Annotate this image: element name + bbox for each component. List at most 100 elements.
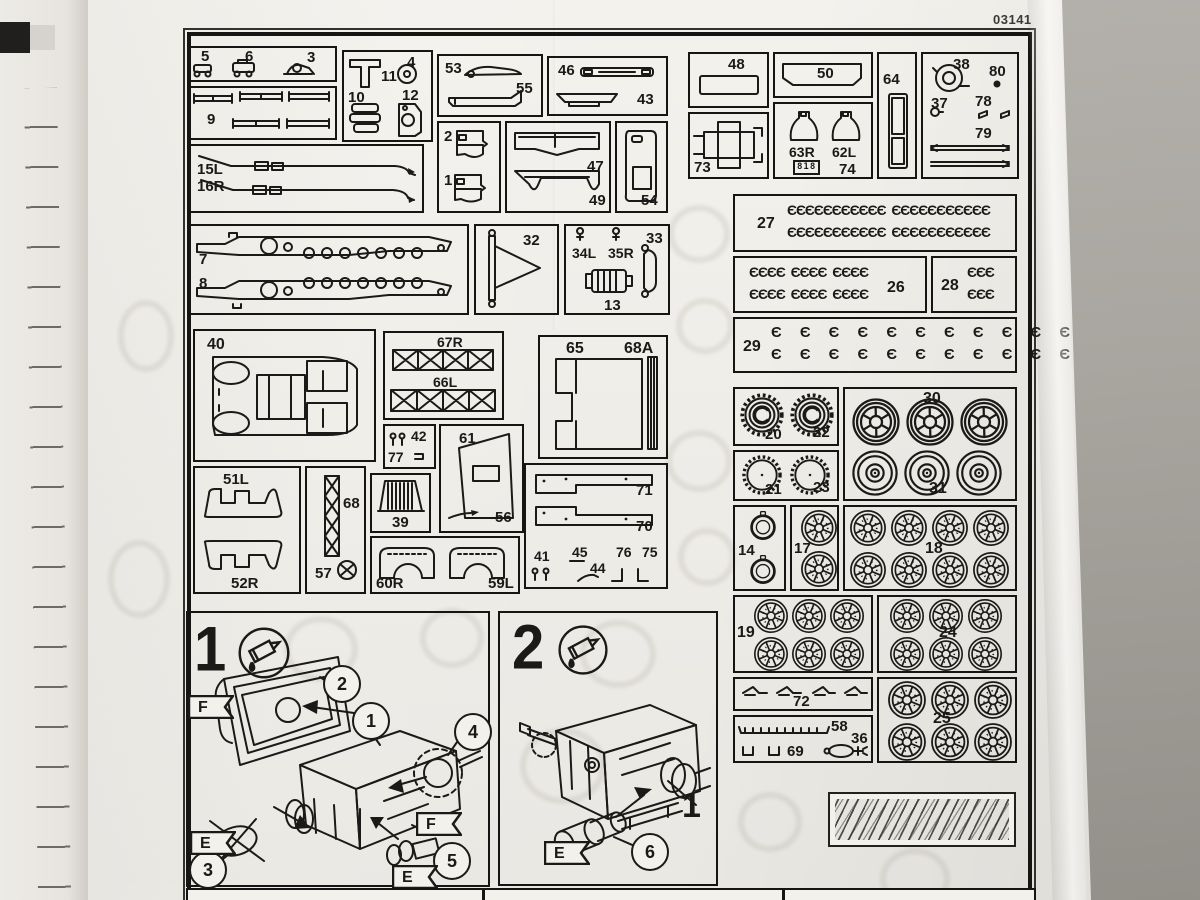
wheel-row	[851, 397, 1009, 447]
part-number: 52R	[231, 575, 259, 592]
parts-box-28: 28 ЄЄЄ ЄЄЄ	[931, 256, 1017, 313]
ghost-print	[676, 298, 734, 354]
part-number: 27	[757, 215, 775, 232]
part-number: 49	[589, 192, 606, 209]
part-sketch	[782, 63, 862, 86]
part-number: 66L	[433, 374, 458, 390]
ghost-print	[520, 728, 606, 804]
svg-text:E: E	[402, 869, 413, 886]
part-number: 32	[523, 232, 540, 249]
parts-box-25: 25	[877, 677, 1017, 763]
glue-icon	[238, 627, 290, 679]
part-sketch	[196, 232, 452, 309]
parts-box-26: 26 ЄЄЄЄ ЄЄЄЄ ЄЄЄЄ ЄЄЄЄ ЄЄЄЄ ЄЄЄЄ	[733, 256, 927, 313]
part-sketch	[448, 65, 522, 107]
part-number: 68	[343, 495, 360, 512]
parts-box-65-68A: 65 68A	[538, 335, 668, 459]
callout-label: 1	[365, 711, 376, 731]
part-number: 76	[616, 544, 632, 560]
parts-box-10-11-4-12: 10 11 4 12	[342, 50, 433, 142]
parts-box-2-1: 2 1	[437, 121, 501, 213]
parts-box-46-43: 46 43	[547, 56, 668, 116]
part-number: 51L	[223, 471, 249, 488]
part-number: 58	[831, 718, 848, 735]
part-sketch	[693, 121, 763, 169]
part-number: 45	[572, 544, 588, 560]
part-number: 61	[459, 430, 476, 447]
wheel-row	[800, 509, 838, 588]
part-number: 48	[728, 56, 745, 73]
part-sketch	[389, 432, 424, 460]
part-number: 77	[388, 449, 404, 465]
callout-label: 3	[202, 860, 213, 880]
track-links-row: ЄЄЄЄЄЄЄЄЄЄЄ ЄЄЄЄЄЄЄЄЄЄЄ	[787, 224, 991, 240]
clip-links-row: Є Є Є Є Є Є Є Є Є Є Є Є Є	[771, 346, 1135, 363]
part-number: 53	[445, 60, 462, 77]
part-number: 34L	[572, 245, 597, 261]
part-number: 64	[883, 71, 900, 88]
part-number: 42	[411, 428, 427, 444]
part-sketch	[531, 474, 653, 582]
part-sketch	[930, 64, 1010, 168]
parts-box-7-8: 7 8	[187, 224, 469, 315]
part-sketch	[514, 132, 600, 191]
part-number: 2	[444, 128, 453, 145]
ghost-print	[738, 792, 802, 852]
wheel-row	[849, 509, 1015, 589]
parts-box-38-80-37-78-79: 38 80 37 78 79	[921, 52, 1019, 179]
part-number: 28	[941, 277, 959, 294]
part-number: 43	[637, 91, 654, 108]
part-sketch	[212, 356, 358, 436]
part-number: 7	[199, 251, 208, 268]
part-number: 23	[813, 479, 830, 496]
part-number: 36	[851, 730, 868, 747]
parts-box-63-62-74: 63R 62L 74 818	[773, 102, 873, 179]
part-number: 22	[813, 424, 830, 441]
part-sketch	[556, 67, 654, 107]
wheel-row	[753, 598, 871, 672]
part-number: 4	[407, 54, 416, 71]
part-818-chip: 818	[793, 160, 821, 175]
step-number: 1	[194, 614, 227, 685]
part-number: 62L	[832, 144, 857, 160]
wheel-row	[748, 511, 778, 585]
parts-box-27: 27 ЄЄЄЄЄЄЄЄЄЄЄ ЄЄЄЄЄЄЄЄЄЄЄ ЄЄЄЄЄЄЄЄЄЄЄ Є…	[733, 194, 1017, 252]
part-number: 13	[604, 297, 621, 314]
track-links-row: ЄЄЄ	[967, 264, 995, 280]
part-number: 20	[765, 426, 782, 443]
ghost-print	[880, 848, 950, 900]
part-sketch	[193, 91, 330, 129]
part-number: 63R	[789, 144, 815, 160]
part-number: 59L	[488, 575, 514, 592]
parts-box-15-16: 15L 16R	[187, 144, 424, 213]
step-1-box: 1	[186, 611, 492, 889]
part-number: 9	[207, 111, 216, 128]
part-number: 39	[392, 514, 409, 531]
parts-box-50: 50	[773, 52, 873, 98]
part-number: 41	[534, 548, 550, 564]
parts-box-30-31: 30 31	[843, 387, 1017, 501]
parts-box-58-69-36: 58 69 36	[733, 715, 873, 763]
svg-text:F: F	[426, 816, 436, 833]
print-black-bar	[0, 22, 30, 53]
part-number: 60R	[376, 575, 404, 592]
part-number: 16R	[197, 178, 225, 195]
part-number: 71	[636, 482, 653, 499]
step-1-sketch	[209, 656, 483, 866]
callout-3: 3	[189, 851, 227, 889]
part-number: 67R	[437, 334, 463, 350]
part-number: 14	[738, 542, 755, 559]
ghost-print	[118, 300, 174, 372]
parts-box-68-57: 68 57	[305, 466, 366, 594]
part-sketch	[555, 356, 658, 450]
part-number: 72	[793, 693, 810, 710]
part-sketch	[193, 59, 315, 78]
part-sketch	[488, 229, 541, 308]
parts-box-73: 73	[688, 112, 769, 179]
part-number: 35R	[608, 245, 634, 261]
part-number: 29	[743, 338, 761, 355]
part-sketch	[738, 726, 868, 758]
svg-text:F: F	[198, 699, 208, 716]
callout-label: 2	[336, 674, 347, 694]
